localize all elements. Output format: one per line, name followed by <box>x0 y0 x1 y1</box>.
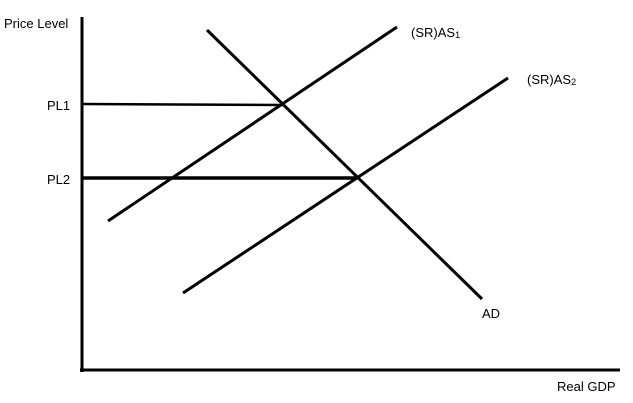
sras2-label-prefix: (SR)AS <box>527 72 571 87</box>
pl1-guide-line <box>81 102 286 107</box>
x-axis-label: Real GDP <box>557 379 616 394</box>
sras1-label-prefix: (SR)AS <box>411 25 455 40</box>
sras1-label-subscript: 1 <box>455 30 460 40</box>
pl2-label: PL2 <box>47 172 70 187</box>
sras2-label: (SR)AS2 <box>527 72 576 87</box>
ad-curve <box>205 28 484 301</box>
pl1-label: PL1 <box>47 98 70 113</box>
sras1-label: (SR)AS1 <box>411 25 460 40</box>
y-axis-label: Price Level <box>4 16 68 31</box>
sras1-curve <box>107 25 398 223</box>
sras2-label-subscript: 2 <box>571 77 576 87</box>
ad-label: AD <box>482 306 500 321</box>
sras2-curve <box>182 76 509 295</box>
